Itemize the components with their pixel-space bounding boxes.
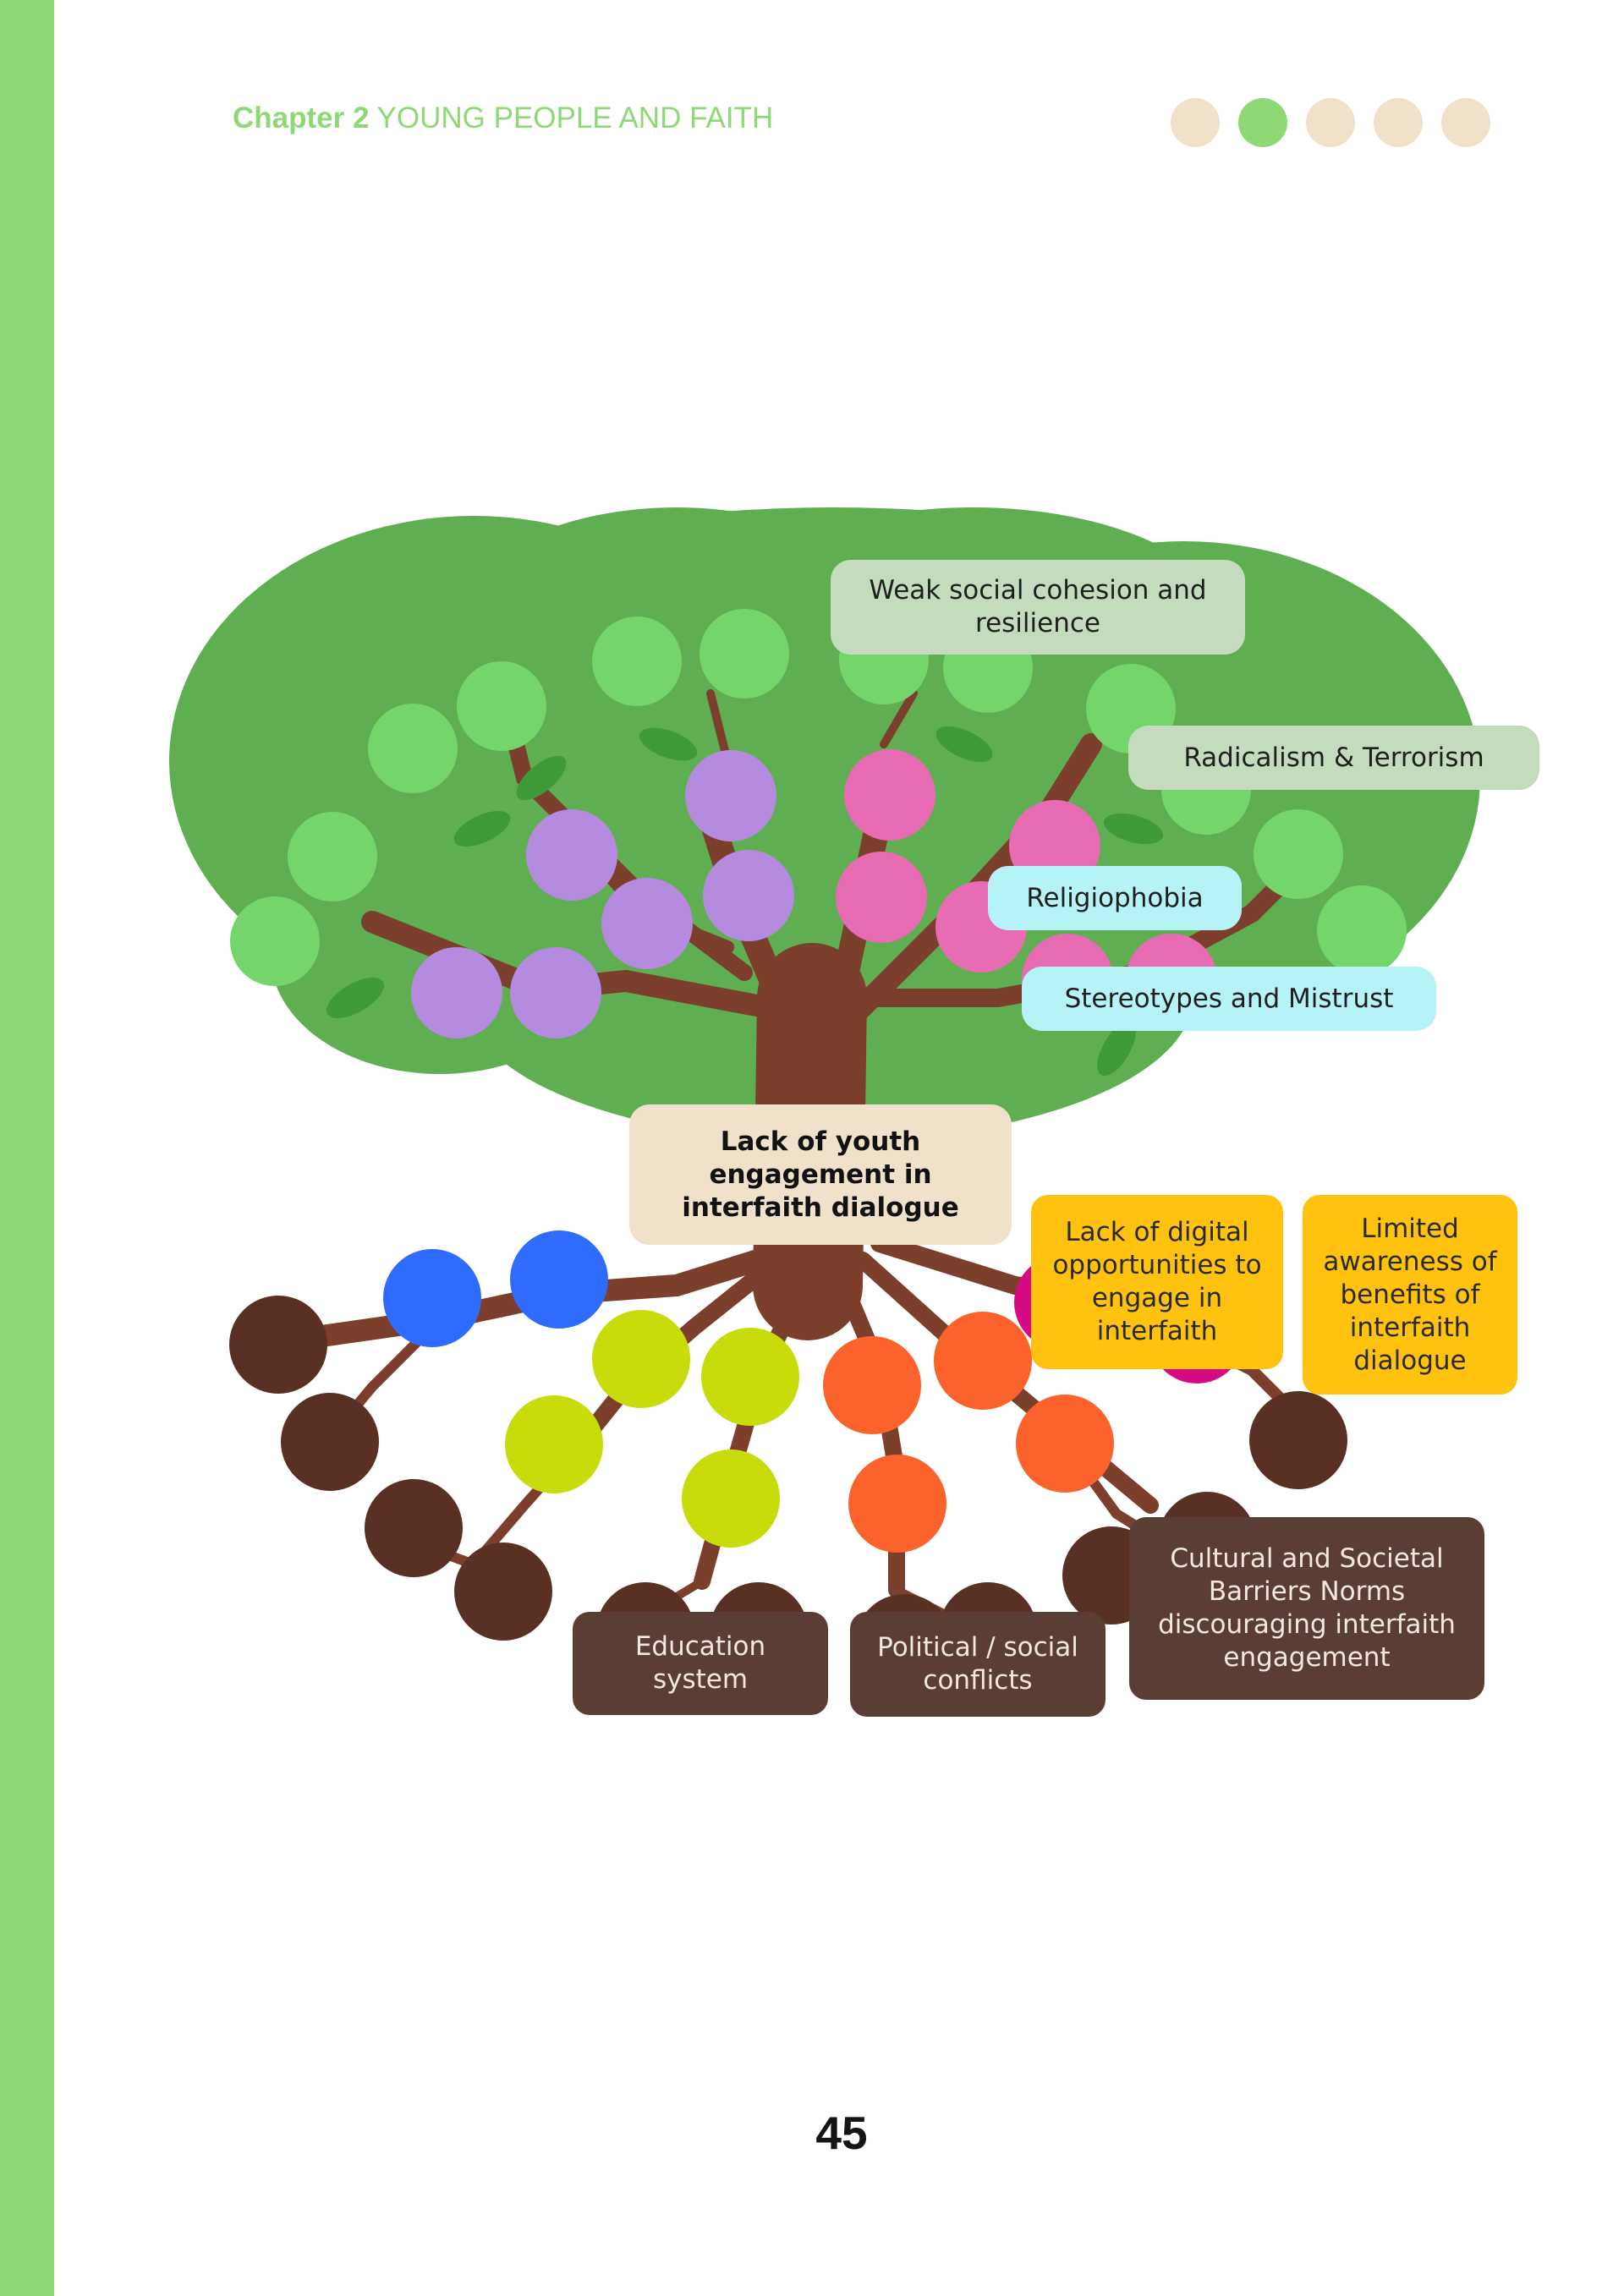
progress-dot — [1306, 98, 1355, 147]
lime-root-nodes — [505, 1310, 799, 1548]
chapter-progress-dots — [1171, 98, 1490, 147]
orange-root-nodes — [823, 1312, 1114, 1553]
cause-lack-of-digital-opportunities: Lack of digital opportunities to engage … — [1031, 1195, 1283, 1369]
chapter-title: YOUNG PEOPLE AND FAITH — [376, 101, 774, 134]
central-problem: Lack of youth engagement in interfaith d… — [629, 1104, 1012, 1245]
effect-stereotypes-mistrust: Stereotypes and Mistrust — [1022, 967, 1436, 1031]
cause-education-system: Education system — [573, 1612, 828, 1715]
chapter-number: Chapter 2 — [233, 101, 370, 134]
blue-root-nodes — [383, 1230, 608, 1347]
tree-leaves — [326, 726, 1164, 1077]
progress-dot-active — [1238, 98, 1287, 147]
cause-cultural-societal-barriers: Cultural and Societal Barriers Norms dis… — [1129, 1517, 1484, 1700]
purple-fruits — [411, 750, 794, 1038]
effect-religiophobia: Religiophobia — [988, 866, 1242, 930]
progress-dot — [1441, 98, 1490, 147]
sidebar-accent — [0, 0, 54, 2296]
cause-limited-awareness: Limited awareness of benefits of interfa… — [1303, 1195, 1517, 1395]
progress-dot — [1374, 98, 1423, 147]
effect-weak-social-cohesion: Weak social cohesion and resilience — [831, 560, 1245, 655]
cause-political-social-conflicts: Political / social conflicts — [850, 1612, 1106, 1717]
chapter-header: Chapter 2 YOUNG PEOPLE AND FAITH — [233, 101, 773, 135]
effect-radicalism-terrorism: Radicalism & Terrorism — [1128, 726, 1539, 790]
progress-dot — [1171, 98, 1220, 147]
page-number: 45 — [815, 2107, 868, 2159]
